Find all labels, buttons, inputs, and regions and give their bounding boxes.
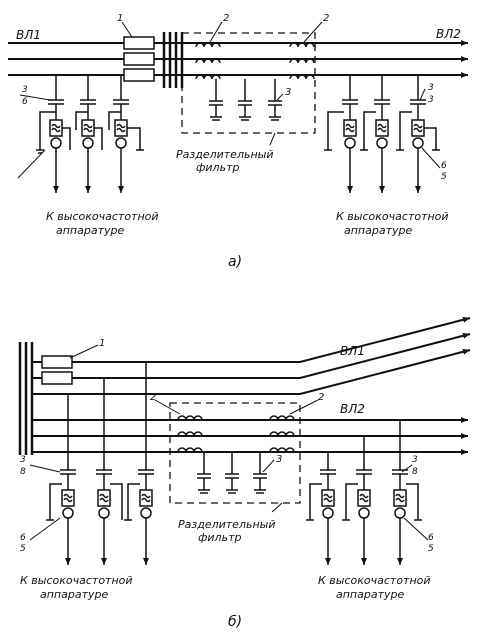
callout-3-right-b: 3 xyxy=(412,455,418,465)
callout-6-right-b: 6 xyxy=(428,533,434,543)
bus-section-b xyxy=(18,342,34,455)
callout-2a-a: 2 xyxy=(223,13,229,24)
coupling-units-left-b xyxy=(46,362,154,565)
equipment-label-right2-a: аппаратуре xyxy=(344,224,412,237)
figure-b: ВЛ1 ВЛ2 1 2 2 3 3 8 6 5 3 8 6 5 Разделит… xyxy=(18,316,471,630)
leaders-a xyxy=(17,21,441,179)
callout-3-left-b: 3 xyxy=(20,455,26,465)
equipment-label-left-b: К высокочастотной xyxy=(20,574,133,587)
callout-5-right-a: 5 xyxy=(441,172,447,182)
equipment-label-left2-a: аппаратуре xyxy=(56,224,124,237)
coupling-units-right-b xyxy=(306,420,422,565)
filter-label-1-b: Разделительный xyxy=(178,518,276,531)
callout-1-a: 1 xyxy=(117,13,123,24)
callout-3-left-a: 3 xyxy=(22,85,28,95)
equipment-label-right-a: К высокочастотной xyxy=(336,210,449,223)
line-label-vl2-b: ВЛ2 xyxy=(340,402,365,416)
callout-3-filter-a: 3 xyxy=(285,87,291,98)
equipment-label-right2-b: аппаратуре xyxy=(336,588,404,601)
coupling-units-left-a xyxy=(36,75,144,193)
filter-capacitors-b xyxy=(197,452,267,494)
callout-8-left-b: 8 xyxy=(20,467,26,477)
equipment-label-left2-b: аппаратуре xyxy=(40,588,108,601)
callout-3-right-a: 3 xyxy=(428,83,434,93)
callout-5-left-b: 5 xyxy=(20,544,26,554)
line-traps-a xyxy=(123,36,155,82)
line-label-vl2-a: ВЛ2 xyxy=(436,27,461,41)
filter-label-2-a: фильтр xyxy=(196,161,239,174)
line-vl1-b xyxy=(32,316,471,395)
line-vl2-b xyxy=(32,417,468,455)
callout-5-right-b: 5 xyxy=(428,544,434,554)
filter-capacitors-a xyxy=(209,79,282,121)
callout-3b-right-a: 3 xyxy=(428,95,434,105)
filter-inductors-b xyxy=(177,415,295,453)
callout-3-filter-b: 3 xyxy=(276,454,282,465)
filter-box-b xyxy=(169,402,301,504)
equipment-label-right-b: К высокочастотной xyxy=(318,574,431,587)
line-traps-b xyxy=(41,355,73,385)
filter-inductors-a xyxy=(195,42,315,80)
filter-label-2-b: фильтр xyxy=(198,531,241,544)
busbars-a xyxy=(8,40,468,78)
callout-6-right-a: 6 xyxy=(441,161,447,171)
leaders-b xyxy=(29,344,429,541)
filter-box-a xyxy=(181,32,316,134)
callout-2b-b: 2 xyxy=(318,392,324,403)
callout-2b-a: 2 xyxy=(323,13,329,24)
callout-6-left-a: 6 xyxy=(22,97,28,107)
coupling-units-right-a xyxy=(324,75,440,193)
caption-b: б) xyxy=(228,614,242,630)
callout-1-b: 1 xyxy=(99,338,105,349)
line-label-vl1-a: ВЛ1 xyxy=(16,28,41,42)
callout-2a-b: 2 xyxy=(150,392,156,403)
callout-6-left-b: 6 xyxy=(20,533,26,543)
filter-label-1-a: Разделительный xyxy=(176,148,274,161)
equipment-label-left-a: К высокочастотной xyxy=(46,210,159,223)
figure-a: ВЛ1 ВЛ2 1 2 2 3 3 6 3 3 6 5 Разделительн… xyxy=(8,13,468,270)
callout-8-right-b: 8 xyxy=(412,467,418,477)
caption-a: а) xyxy=(228,254,242,270)
line-label-vl1-b: ВЛ1 xyxy=(340,344,365,358)
